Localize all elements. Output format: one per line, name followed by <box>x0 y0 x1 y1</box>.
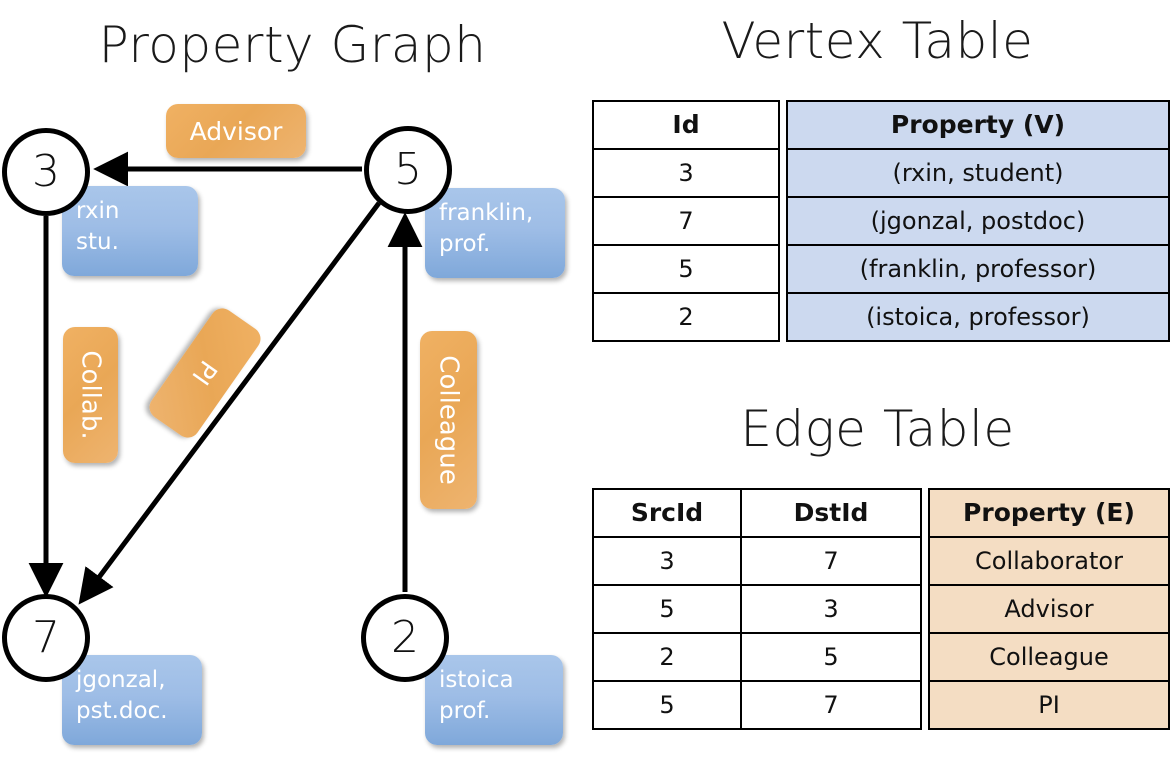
edge-cell-src: 2 <box>592 632 742 682</box>
edge-table-header-row: SrcId DstId Property (E) <box>592 488 1170 538</box>
edge-table-header-dstid: DstId <box>740 488 922 538</box>
edge-label-advisor-text: Advisor <box>189 116 283 146</box>
edge-label-colleague: Colleague <box>420 331 477 509</box>
edge-table: SrcId DstId Property (E) 3 7 Collaborato… <box>592 488 1170 730</box>
page-title-vertex-table: Vertex Table <box>721 12 1034 70</box>
table-row: 5 (franklin, professor) <box>592 244 1170 294</box>
vertex-cell-id: 2 <box>592 292 780 342</box>
edge-label-collab-text: Collab. <box>75 350 106 440</box>
vertex-table-header-row: Id Property (V) <box>592 100 1170 150</box>
graph-node-3[interactable]: 3 <box>2 128 90 216</box>
graph-node-7[interactable]: 7 <box>2 594 90 682</box>
table-row: 2 5 Colleague <box>592 632 1170 682</box>
edge-cell-property: Collaborator <box>928 536 1170 586</box>
vertex-property-box-5: franklin, prof. <box>425 188 565 278</box>
edge-cell-dst: 5 <box>740 632 922 682</box>
column-gap <box>779 101 787 149</box>
table-row: 3 (rxin, student) <box>592 148 1170 198</box>
table-row: 5 7 PI <box>592 680 1170 730</box>
vertex-property-box-2: istoica prof. <box>425 655 563 745</box>
vertex-cell-id: 3 <box>592 148 780 198</box>
edge-label-advisor: Advisor <box>166 104 306 158</box>
table-row: 7 (jgonzal, postdoc) <box>592 196 1170 246</box>
edge-cell-dst: 7 <box>740 680 922 730</box>
column-gap <box>779 245 787 293</box>
graph-edges-svg <box>28 151 423 605</box>
edge-cell-src: 3 <box>592 536 742 586</box>
vertex-cell-property: (jgonzal, postdoc) <box>786 196 1170 246</box>
vertex-table-header-id: Id <box>592 100 780 150</box>
column-gap <box>779 149 787 197</box>
edge-cell-src: 5 <box>592 680 742 730</box>
vertex-table-header-property: Property (V) <box>786 100 1170 150</box>
graph-node-5[interactable]: 5 <box>364 126 452 214</box>
edge-cell-dst: 7 <box>740 536 922 586</box>
property-graph-panel: Advisor Collab. PI Colleague rxin stu. f… <box>2 104 565 745</box>
column-gap <box>921 537 929 585</box>
edge-label-collab: Collab. <box>63 327 118 463</box>
vertex-cell-id: 5 <box>592 244 780 294</box>
column-gap <box>921 633 929 681</box>
column-gap <box>779 293 787 341</box>
vertex-cell-property: (istoica, professor) <box>786 292 1170 342</box>
page-title-edge-table: Edge Table <box>740 400 1015 458</box>
column-gap <box>921 585 929 633</box>
graph-node-2[interactable]: 2 <box>361 594 449 682</box>
edge-table-header-property: Property (E) <box>928 488 1170 538</box>
edge-cell-property: Advisor <box>928 584 1170 634</box>
vertex-cell-id: 7 <box>592 196 780 246</box>
column-gap <box>921 681 929 729</box>
edge-cell-dst: 3 <box>740 584 922 634</box>
column-gap <box>921 489 929 537</box>
edge-cell-src: 5 <box>592 584 742 634</box>
vertex-property-box-7: jgonzal, pst.doc. <box>62 655 202 745</box>
edge-cell-property: PI <box>928 680 1170 730</box>
page-title-property-graph: Property Graph <box>98 16 487 74</box>
table-row: 5 3 Advisor <box>592 584 1170 634</box>
vertex-cell-property: (rxin, student) <box>786 148 1170 198</box>
column-gap <box>779 197 787 245</box>
vertex-cell-property: (franklin, professor) <box>786 244 1170 294</box>
edge-cell-property: Colleague <box>928 632 1170 682</box>
edge-5-7-pi <box>78 201 382 605</box>
edge-label-colleague-text: Colleague <box>433 355 464 485</box>
table-row: 3 7 Collaborator <box>592 536 1170 586</box>
vertex-property-box-3: rxin stu. <box>62 186 198 276</box>
vertex-table: Id Property (V) 3 (rxin, student) 7 (jgo… <box>592 100 1170 342</box>
edge-table-header-srcid: SrcId <box>592 488 742 538</box>
edge-label-pi-text: PI <box>186 355 224 391</box>
table-row: 2 (istoica, professor) <box>592 292 1170 342</box>
